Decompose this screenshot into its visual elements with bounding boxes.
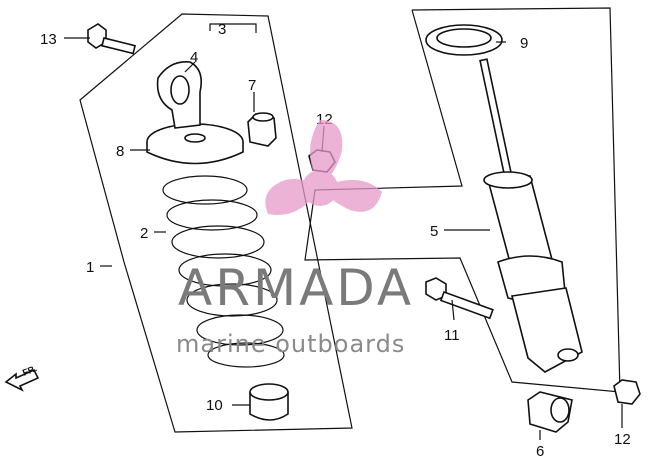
callout-9: 9 bbox=[520, 35, 528, 52]
bolt-13 bbox=[87, 23, 137, 55]
callout-12-lower: 12 bbox=[614, 431, 631, 448]
seal-ring-9 bbox=[425, 24, 503, 56]
callout-11: 11 bbox=[444, 327, 460, 344]
bushing-10 bbox=[249, 383, 289, 421]
callout-13: 13 bbox=[40, 31, 57, 48]
watermark-brand: ARMADA bbox=[178, 259, 414, 317]
callout-1: 1 bbox=[86, 259, 94, 276]
collar-6 bbox=[527, 391, 573, 433]
bolt-11 bbox=[425, 277, 494, 320]
nut-12-lower bbox=[613, 379, 641, 405]
callout-7: 7 bbox=[248, 77, 256, 94]
front-direction-arrow bbox=[4, 368, 40, 392]
callout-3: 3 bbox=[218, 21, 226, 38]
damper-assembly-outline bbox=[304, 7, 621, 393]
coil-spring-2 bbox=[162, 175, 285, 368]
spring-assembly-outline bbox=[79, 13, 353, 433]
callout-2: 2 bbox=[140, 225, 148, 242]
watermark-tagline: marine outboards bbox=[176, 330, 405, 358]
callout-labels: 13 3 4 7 8 12 9 2 5 1 11 10 6 12 FR. bbox=[21, 21, 631, 460]
collar-7 bbox=[247, 112, 277, 147]
callout-6: 6 bbox=[536, 443, 544, 460]
callout-10: 10 bbox=[206, 397, 223, 414]
watermark-logo bbox=[265, 120, 382, 215]
eye-mount-4 bbox=[156, 61, 203, 129]
callout-8: 8 bbox=[116, 143, 124, 160]
callout-5: 5 bbox=[430, 223, 438, 240]
damper-5 bbox=[479, 58, 583, 373]
upper-seat-8 bbox=[146, 123, 244, 165]
callout-4: 4 bbox=[190, 49, 198, 66]
